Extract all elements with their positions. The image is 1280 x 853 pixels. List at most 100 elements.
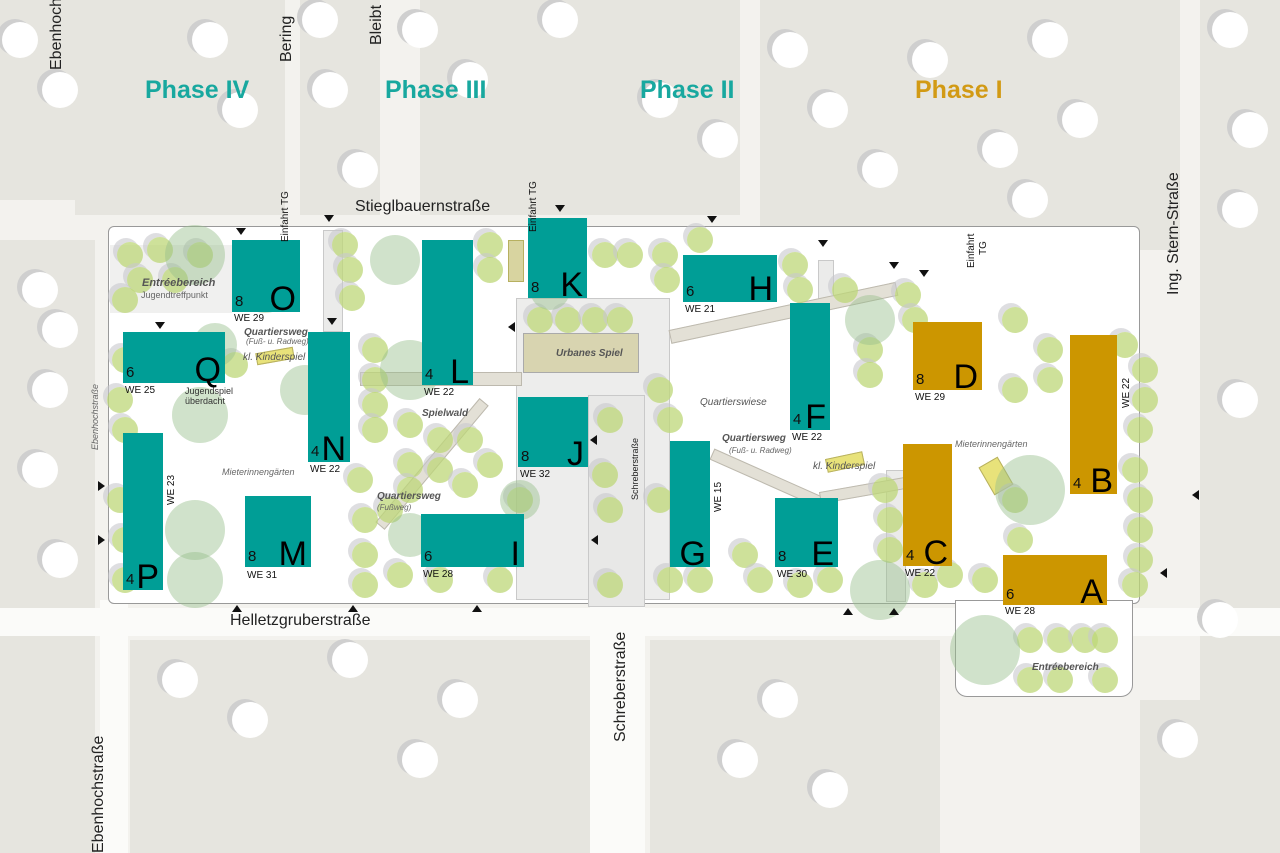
einfahrt-tg-o: Einfahrt TG xyxy=(280,191,291,242)
tree xyxy=(817,567,843,593)
tree xyxy=(1037,337,1063,363)
label-mieterinnengaerten-west: Mieterinnengärten xyxy=(222,467,295,477)
tree xyxy=(687,567,713,593)
building-letter: I xyxy=(510,535,520,573)
context-tree xyxy=(1222,192,1258,228)
building-g[interactable]: G xyxy=(670,441,710,571)
context-tree xyxy=(1032,22,1068,58)
tree xyxy=(377,497,403,523)
context-tree xyxy=(1232,112,1268,148)
context-tree xyxy=(332,642,368,678)
road xyxy=(590,600,645,853)
context-tree xyxy=(1202,602,1238,638)
context-tree xyxy=(402,742,438,778)
label-urbanes-spiel: Urbanes Spiel xyxy=(556,348,623,359)
tree xyxy=(362,392,388,418)
building-letter: L xyxy=(450,353,469,391)
tree xyxy=(352,572,378,598)
street-ebenhochstrasse: Ebenhochstraße xyxy=(90,735,107,853)
tree xyxy=(845,295,895,345)
entrance-arrow-icon xyxy=(98,481,105,491)
tree xyxy=(850,560,910,620)
context-tree xyxy=(32,372,68,408)
tree xyxy=(877,507,903,533)
tree xyxy=(332,232,358,258)
street-ing-stern-strasse: Ing. Stern-Straße xyxy=(1165,172,1182,295)
label-entreebereich-west: Entréebereich xyxy=(142,277,216,289)
building-units-label: WE 30 xyxy=(777,569,808,580)
street-stieglbauernstrasse: Stieglbauernstraße xyxy=(355,198,491,215)
building-floors: 8 xyxy=(248,548,257,565)
tree xyxy=(167,552,223,608)
building-units-label: WE 29 xyxy=(915,392,946,403)
tree xyxy=(787,277,813,303)
context-tree xyxy=(912,42,948,78)
tree xyxy=(352,507,378,533)
building-letter: H xyxy=(748,270,773,308)
tree xyxy=(427,427,453,453)
building-units-label: WE 22 xyxy=(424,387,455,398)
tree xyxy=(339,285,365,311)
label-quartiersweg-west: Quartiersweg xyxy=(244,327,308,338)
context-tree xyxy=(1162,722,1198,758)
context-tree xyxy=(162,662,198,698)
label-quartiersweg-fussweg: Quartiersweg xyxy=(377,491,441,502)
entrance-arrow-icon xyxy=(508,322,515,332)
tree xyxy=(832,277,858,303)
tree xyxy=(477,452,503,478)
tree xyxy=(895,282,921,308)
tree xyxy=(397,412,423,438)
building-letter: N xyxy=(321,430,346,468)
building-units-label: WE 21 xyxy=(685,304,716,315)
tree xyxy=(597,572,623,598)
bench-area xyxy=(508,240,524,282)
tree xyxy=(387,562,413,588)
tree xyxy=(597,497,623,523)
context-tree xyxy=(312,72,348,108)
tree xyxy=(657,567,683,593)
tree xyxy=(592,462,618,488)
building-floors: 8 xyxy=(235,293,244,310)
tree xyxy=(362,337,388,363)
tree xyxy=(222,352,248,378)
label-jugendtreffpunkt: Jugendtreffpunkt xyxy=(141,290,208,300)
tree xyxy=(165,500,225,560)
building-floors: 4 xyxy=(793,411,802,428)
entrance-arrow-icon xyxy=(889,608,899,615)
phase-ii-label: Phase II xyxy=(640,76,735,104)
building-letter: Q xyxy=(194,351,221,389)
context-tree xyxy=(442,682,478,718)
label-kinderspiel-east: kl. Kinderspiel xyxy=(813,461,876,472)
building-floors: 4 xyxy=(425,366,434,383)
building-floors: 4 xyxy=(906,547,915,564)
tree xyxy=(1002,307,1028,333)
context-tree xyxy=(192,22,228,58)
entrance-arrow-icon xyxy=(98,535,105,545)
tree xyxy=(1092,627,1118,653)
street-schreberstrasse-inner: Schreberstraße xyxy=(630,437,640,500)
label-fuss-radweg-west: (Fuß- u. Radweg) xyxy=(246,337,309,346)
entrance-arrow-icon xyxy=(919,270,929,277)
building-floors: 4 xyxy=(126,571,135,588)
tree xyxy=(937,562,963,588)
context-tree xyxy=(42,72,78,108)
tree xyxy=(687,227,713,253)
label-fussweg: (Fußweg) xyxy=(377,503,412,512)
building-floors: 8 xyxy=(916,371,925,388)
